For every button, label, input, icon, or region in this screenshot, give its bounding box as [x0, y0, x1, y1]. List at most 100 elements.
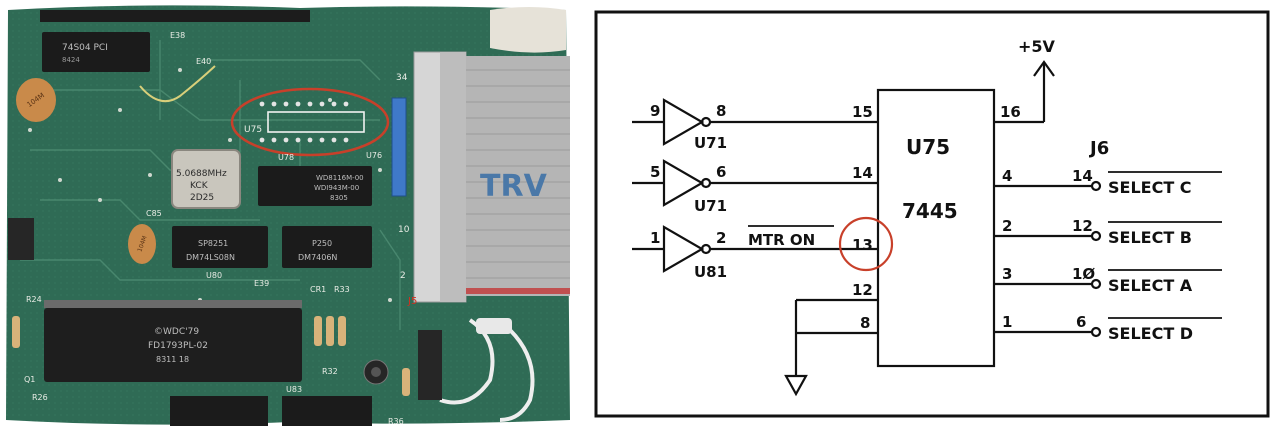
crystal-oscillator: 5.0688MHz KCK 2D25	[171, 149, 241, 209]
chip-part-label: 7445	[902, 199, 958, 223]
out-d-terminal	[1090, 326, 1102, 338]
out-b-conn-pin: 12	[1072, 217, 1093, 235]
label-c85: C85	[146, 209, 162, 218]
svg-text:5.0688MHz: 5.0688MHz	[176, 169, 227, 179]
resistor-row	[12, 316, 410, 396]
chip-pin-15: 15	[852, 103, 873, 121]
ceramic-capacitor-1: 104M	[16, 78, 56, 122]
inv1-in-pin: 9	[650, 102, 660, 120]
inv3-triangle	[662, 225, 705, 273]
out-c-terminal	[1090, 180, 1102, 192]
inv2-ref: U71	[694, 197, 727, 215]
label-j5: J5	[407, 296, 417, 307]
inv1-triangle	[662, 98, 705, 146]
out-b-terminal	[1090, 230, 1102, 242]
bottom-ic-2	[282, 396, 372, 426]
svg-text:74S04 PCI: 74S04 PCI	[62, 43, 108, 53]
u75-highlight-ellipse	[230, 87, 390, 157]
svg-text:DM7406N: DM7406N	[298, 253, 337, 262]
u75-empty-socket	[259, 101, 365, 143]
out-c-chip-pin: 4	[1002, 167, 1012, 185]
left-connector	[8, 218, 34, 260]
ground-symbol	[784, 374, 808, 397]
label-pin34: 34	[396, 73, 408, 83]
label-q1: Q1	[24, 375, 35, 384]
ceramic-capacitor-2: 104M	[128, 224, 156, 264]
label-pin2: 2	[400, 271, 406, 281]
bottom-ic-1	[170, 396, 268, 426]
label-u83: U83	[286, 385, 302, 394]
out-d-conn-pin: 6	[1076, 313, 1086, 331]
out-c-conn-pin: 14	[1072, 167, 1093, 185]
inv3-in-pin: 1	[650, 229, 660, 247]
schematic-diagram: 9 8 U71 5 6 U71 1 2 U81 MTR ON 15 14 13 …	[594, 10, 1270, 418]
inv2-triangle	[662, 159, 705, 207]
top-connector-strip	[40, 10, 310, 22]
chip-pin-12: 12	[852, 281, 873, 299]
out-a-label: SELECT A	[1108, 276, 1193, 295]
svg-text:KCK: KCK	[190, 181, 209, 191]
label-e40: E40	[196, 57, 211, 66]
label-cr1: CR1	[310, 285, 326, 294]
svg-text:DM74LS08N: DM74LS08N	[186, 253, 235, 262]
label-u76: U76	[366, 151, 382, 160]
out-c-label: SELECT C	[1108, 178, 1192, 197]
vcc-arrow	[1033, 60, 1055, 77]
ic-74s04: 74S04 PCI 8424	[42, 32, 150, 72]
inv1-ref: U71	[694, 134, 727, 152]
label-u75: U75	[244, 125, 262, 135]
out-d-chip-pin: 1	[1002, 313, 1012, 331]
label-e38: E38	[170, 31, 185, 40]
jumper-wire	[139, 65, 216, 103]
svg-text:WD8116M-00: WD8116M-00	[316, 174, 364, 182]
schematic-frame	[594, 10, 1270, 418]
svg-text:P250: P250	[312, 239, 332, 248]
ic-fd1793: ©WDC'79 FD1793PL-02 8311 18	[44, 300, 302, 382]
mtr-on-label: MTR ON	[748, 231, 815, 249]
svg-text:©WDC'79: ©WDC'79	[154, 327, 199, 337]
label-r32: R32	[322, 367, 338, 376]
inv3-ref: U81	[694, 263, 727, 281]
inv1-out-pin: 8	[716, 102, 726, 120]
inv3-out-pin: 2	[716, 229, 726, 247]
u75-chip-box	[876, 88, 996, 368]
ic-p250: P250 DM7406N	[282, 226, 372, 268]
chip-ref-label: U75	[906, 135, 950, 159]
blue-resistor-pack	[391, 97, 407, 197]
label-r33: R33	[334, 285, 350, 294]
svg-text:WDI943M-00: WDI943M-00	[314, 184, 359, 192]
wire-tie	[476, 318, 512, 334]
inv2-out-pin: 6	[716, 163, 726, 181]
small-component	[418, 330, 442, 400]
ic-sp8251: SP8251 DM74LS08N	[172, 226, 268, 268]
drive-housing	[490, 7, 566, 53]
ribbon-connector	[413, 51, 467, 303]
ribbon-cable: TRV	[466, 56, 570, 296]
svg-text:TRV: TRV	[480, 169, 548, 204]
vcc-label: +5V	[1018, 37, 1056, 56]
svg-text:8311 18: 8311 18	[156, 355, 189, 364]
svg-text:8305: 8305	[330, 194, 348, 202]
svg-text:FD1793PL-02: FD1793PL-02	[148, 341, 208, 351]
out-a-terminal	[1090, 278, 1102, 290]
label-pin10: 10	[398, 225, 410, 235]
svg-text:SP8251: SP8251	[198, 239, 228, 248]
out-b-chip-pin: 2	[1002, 217, 1012, 235]
electrolytic-capacitor	[363, 359, 389, 385]
ic-wd8116: WD8116M-00 WDI943M-00 8305	[258, 166, 372, 206]
pcb-photo: 74S04 PCI 8424 E38 E40 104M U75 U76 34 1…	[6, 5, 570, 426]
chip-pin-13: 13	[852, 236, 873, 254]
pin13-highlight-circle	[838, 216, 894, 272]
out-b-label: SELECT B	[1108, 228, 1192, 247]
inv2-in-pin: 5	[650, 163, 660, 181]
label-e39: E39	[254, 279, 269, 288]
chip-pin-16: 16	[1000, 103, 1021, 121]
label-r36: R36	[388, 417, 404, 426]
chip-pin-14: 14	[852, 164, 873, 182]
out-d-label: SELECT D	[1108, 324, 1193, 343]
svg-text:8424: 8424	[62, 56, 80, 64]
label-u80: U80	[206, 271, 222, 280]
out-a-chip-pin: 3	[1002, 265, 1012, 283]
white-wire-bundle-2	[499, 328, 535, 422]
chip-pin-8: 8	[860, 314, 870, 332]
